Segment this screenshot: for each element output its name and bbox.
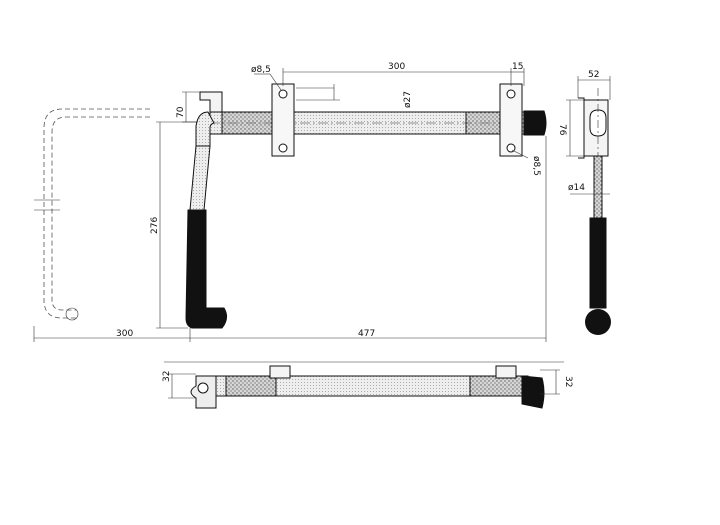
handle-rubber-grip <box>185 209 228 329</box>
dim-76: 76 <box>557 99 584 157</box>
rubber-end-cap <box>523 110 547 136</box>
top-bracket-left <box>269 365 291 379</box>
top-view: 32 32 <box>162 361 573 409</box>
dim-hole-top: ø8,5 <box>251 65 282 91</box>
side-handle-ball <box>585 309 611 335</box>
dim-32-left: 32 <box>162 371 196 399</box>
dim-handle-dia: ø14 <box>568 183 610 200</box>
dim-label-52: 52 <box>588 70 599 80</box>
dim-label-300-swing: 300 <box>116 329 133 339</box>
dim-label-276: 276 <box>150 217 160 234</box>
bracket-right <box>499 83 523 157</box>
dim-477: 477 <box>189 136 547 342</box>
offset-marker <box>296 84 340 101</box>
dim-label-32-right: 32 <box>563 376 573 387</box>
top-bracket-right <box>495 365 517 379</box>
dim-276: 276 <box>150 121 196 329</box>
dim-label-handle-dia: ø14 <box>568 183 585 193</box>
dim-32-right: 32 <box>540 369 573 395</box>
dim-52: 52 <box>577 70 611 100</box>
top-rubber-cap <box>521 375 545 409</box>
dim-label-300-top: 300 <box>388 62 405 72</box>
dim-label-477: 477 <box>358 329 375 339</box>
dim-300-top: 300 <box>282 62 512 86</box>
ghost-swing-position <box>34 108 150 321</box>
side-view: 52 76 ø8,5 ø14 <box>511 70 611 335</box>
handle-shaft <box>189 145 211 211</box>
side-handle-grip <box>589 217 607 309</box>
dim-label-bar-dia: ø27 <box>403 91 413 108</box>
front-view: 300 ø8,5 15 ø27 70 <box>33 62 547 342</box>
dim-300-swing: 300 <box>33 326 190 342</box>
dim-70: 70 <box>176 91 200 123</box>
dim-label-70: 70 <box>176 106 186 118</box>
dim-15: 15 <box>511 62 525 86</box>
dim-label-76: 76 <box>557 124 567 136</box>
top-hinge-end <box>190 375 217 409</box>
dim-hole-right: ø8,5 <box>511 149 541 176</box>
bracket-left <box>271 83 295 157</box>
dim-label-hole-top: ø8,5 <box>251 65 271 75</box>
side-handle-shaft <box>593 155 603 219</box>
dim-label-15: 15 <box>512 62 523 72</box>
dim-label-hole-right: ø8,5 <box>531 156 541 176</box>
dim-label-32-left: 32 <box>162 371 172 382</box>
